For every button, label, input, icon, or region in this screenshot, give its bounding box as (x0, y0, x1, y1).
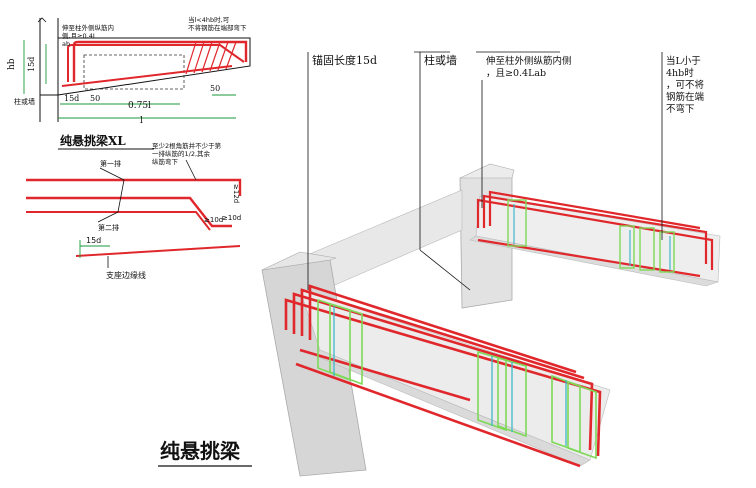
beam-section-detail: hb 15d 15d 50 0.75l 50 l 柱或墙 伸至柱外侧纵筋内侧,且… (7, 15, 251, 150)
top-rebar (72, 40, 248, 82)
row2-label: 第二排 (98, 223, 119, 232)
dim-l-label: l (140, 116, 143, 126)
dim-50-right-label: 50 (210, 84, 220, 93)
dim-15d-vertical-label: 15d (27, 57, 36, 72)
dim-15d-bar-label: 15d (86, 236, 101, 245)
row2-bar (26, 196, 232, 228)
dim-12d-label: ≥12d (232, 184, 240, 203)
model-title: 纯悬挑梁 (160, 439, 241, 463)
dim-hb-label: hb (7, 58, 17, 70)
bar-note: 至少2根角筋并不少于第一排纵筋的1/2,其余纵筋弯下 (152, 141, 222, 166)
dim-50-left-label: 50 (90, 94, 100, 103)
edge-line-label: 支座边缘线 (106, 270, 146, 280)
callout-extend: 伸至柱外侧纵筋内侧，且≥0.4Lab (486, 55, 572, 79)
dim-075l-label: 0.75l (128, 101, 151, 111)
row1-bar (26, 178, 242, 196)
dim-10d-b-label: ≥10d (222, 214, 241, 222)
detail-caption: 纯悬挑梁XL (60, 133, 126, 148)
dim-10d-a-label: ≥10d (204, 216, 223, 224)
support-label: 柱或墙 (14, 97, 35, 106)
callout-column: 柱或墙 (424, 53, 457, 67)
callout-anchor: 锚固长度15d (312, 53, 377, 67)
note-top-right: 当l<4hb时,可不将钢筋在端部弯下 (188, 15, 247, 32)
bar-bending-detail: 至少2根角筋并不少于第一排纵筋的1/2,其余纵筋弯下 第一排 第二排 ≥12d … (26, 141, 241, 280)
dim-15d-label: 15d (64, 94, 79, 103)
row1-label: 第一排 (100, 159, 121, 168)
